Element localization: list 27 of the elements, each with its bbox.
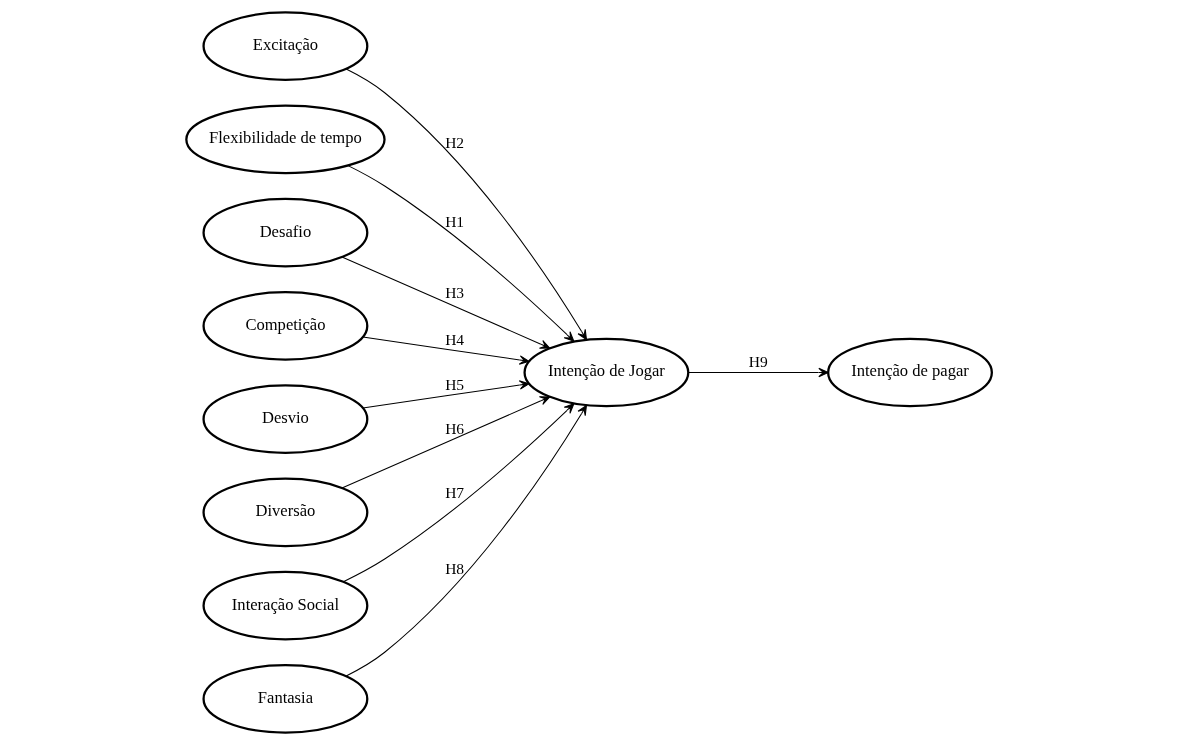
- edge-label: H6: [445, 419, 465, 437]
- arrow: [345, 404, 587, 677]
- node-ellipse: Fantasia: [202, 664, 369, 734]
- node-ellipse: Excitação: [202, 11, 369, 81]
- node-ellipse: Intenção de pagar: [827, 337, 993, 408]
- arrow: [362, 336, 530, 365]
- edge-label: H4: [445, 330, 465, 348]
- arrow: [362, 380, 530, 409]
- node-ellipse: Diversão: [202, 477, 369, 548]
- arrow: [341, 256, 551, 349]
- arrow: [347, 165, 575, 342]
- node-ellipse: Interação Social: [202, 570, 369, 641]
- arrow: [342, 403, 575, 583]
- edge-label: H5: [445, 376, 465, 394]
- edge-label: H7: [445, 483, 465, 501]
- node-ellipse: Flexibilidade de tempo: [185, 104, 386, 175]
- node-ellipse: Desafio: [202, 197, 369, 268]
- arrow: [345, 68, 587, 341]
- arrow: [341, 396, 551, 489]
- edge-label: H3: [445, 283, 465, 301]
- node-ellipse: Desvio: [202, 384, 369, 454]
- edge-label: H2: [445, 133, 465, 151]
- arrow: [688, 367, 829, 378]
- edge-label: H1: [445, 213, 465, 231]
- edge-label: H9: [748, 353, 768, 371]
- node-ellipse: Competição: [202, 291, 369, 361]
- edge-label: H8: [445, 559, 465, 577]
